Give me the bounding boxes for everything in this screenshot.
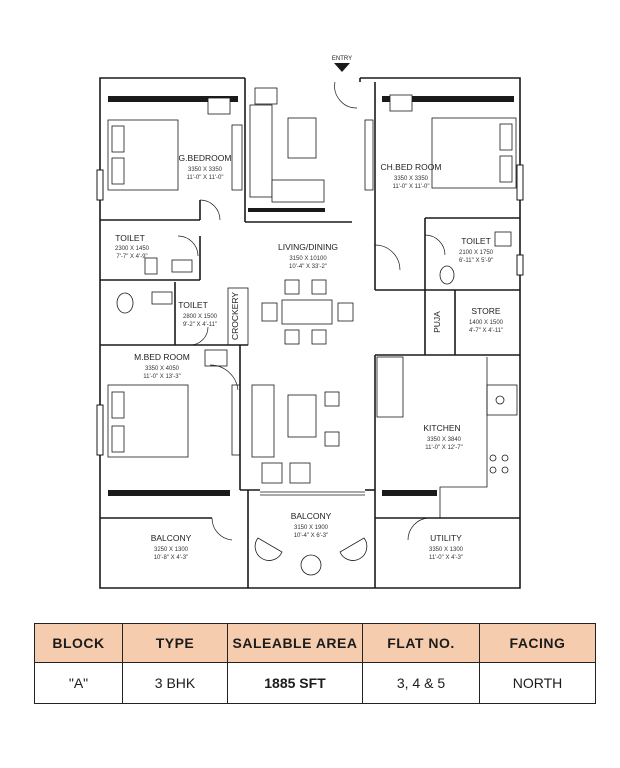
floor-plan: ENTRY [96,56,524,589]
room-g-bedroom: G.BEDROOM 3350 X 3350 11'-0" X 11'-0" [179,153,232,181]
svg-text:3350 X 3840: 3350 X 3840 [427,437,462,443]
svg-text:3350 X 3350: 3350 X 3350 [188,167,223,173]
header-flat-no: FLAT NO. [362,623,480,663]
svg-text:TOILET: TOILET [178,300,208,310]
svg-text:11'-0" X 4'-3": 11'-0" X 4'-3" [429,555,463,561]
room-puja: PUJA [432,311,442,333]
svg-text:3350 X 3350: 3350 X 3350 [394,176,429,182]
header-type: TYPE [122,623,228,663]
entry-marker: ENTRY [332,56,358,109]
svg-text:11'-0" X 11'-0": 11'-0" X 11'-0" [186,175,223,181]
header-facing: FACING [479,623,596,663]
svg-text:11'-0" X 12'-7": 11'-0" X 12'-7" [425,445,462,451]
svg-text:11'-0" X 13'-3": 11'-0" X 13'-3" [143,374,180,380]
svg-text:UTILITY: UTILITY [430,533,462,543]
cell-type: 3 BHK [122,662,228,704]
cell-saleable-area: 1885 SFT [227,662,363,704]
room-toilet-2: TOILET 2100 X 1750 6'-11" X 5'-9" [459,236,494,264]
svg-text:M.BED ROOM: M.BED ROOM [134,352,190,362]
table-row: "A" 3 BHK 1885 SFT 3, 4 & 5 NORTH [34,662,596,704]
svg-text:BALCONY: BALCONY [291,511,332,521]
room-kitchen: KITCHEN 3350 X 3840 11'-0" X 12'-7" [423,423,462,451]
room-ch-bedroom: CH.BED ROOM 3350 X 3350 11'-0" X 11'-0" [381,162,442,190]
svg-text:3150 X 1900: 3150 X 1900 [294,525,329,531]
svg-text:7'-7" X 4'-9": 7'-7" X 4'-9" [116,254,147,260]
flat-info-table: BLOCK TYPE SALEABLE AREA FLAT NO. FACING… [34,623,596,704]
svg-text:10'-4" X 33'-2": 10'-4" X 33'-2" [289,264,327,270]
svg-text:2300 X 1450: 2300 X 1450 [115,246,150,252]
header-saleable-area: SALEABLE AREA [227,623,363,663]
svg-text:3350 X 4050: 3350 X 4050 [145,366,180,372]
svg-text:10'-8" X 4'-3": 10'-8" X 4'-3" [154,555,189,561]
svg-text:CH.BED ROOM: CH.BED ROOM [381,162,442,172]
room-m-bedroom: M.BED ROOM 3350 X 4050 11'-0" X 13'-3" [134,352,190,380]
interior-walls [96,82,524,588]
cell-flat-no: 3, 4 & 5 [362,662,480,704]
svg-text:TOILET: TOILET [461,236,491,246]
svg-text:4'-7" X 4'-11": 4'-7" X 4'-11" [469,328,503,334]
room-labels: G.BEDROOM 3350 X 3350 11'-0" X 11'-0" CH… [115,153,504,561]
room-crockery: CROCKERY [230,292,240,340]
entry-arrow-icon [334,63,350,72]
svg-text:6'-11" X 5'-9": 6'-11" X 5'-9" [459,258,493,264]
table-header-row: BLOCK TYPE SALEABLE AREA FLAT NO. FACING [34,623,596,663]
furniture [107,87,517,576]
room-store: STORE 1400 X 1500 4'-7" X 4'-11" [469,306,504,334]
header-block: BLOCK [34,623,123,663]
svg-text:9'-2" X 4'-11": 9'-2" X 4'-11" [183,322,217,328]
svg-text:STORE: STORE [471,306,500,316]
window-sills [108,96,514,496]
svg-text:2100 X 1750: 2100 X 1750 [459,250,494,256]
entry-label: ENTRY [332,56,352,62]
svg-text:2800 X 1500: 2800 X 1500 [183,314,218,320]
svg-text:10'-4" X 6'-3": 10'-4" X 6'-3" [294,533,329,539]
entry-door-swing [334,81,358,109]
armchair [207,97,231,115]
room-living-dining: LIVING/DINING 3150 X 10100 10'-4" X 33'-… [278,242,338,270]
room-toilet-1: TOILET 2300 X 1450 7'-7" X 4'-9" [115,233,150,260]
svg-text:3150 X 10100: 3150 X 10100 [289,256,327,262]
room-toilet-3: TOILET 2800 X 1500 9'-2" X 4'-11" [178,300,217,328]
svg-text:G.BEDROOM: G.BEDROOM [179,153,232,163]
outer-walls [99,77,521,589]
svg-text:LIVING/DINING: LIVING/DINING [278,242,338,252]
cell-facing: NORTH [479,662,596,704]
room-balcony-1: BALCONY 3250 X 1300 10'-8" X 4'-3" [151,533,192,561]
svg-text:TOILET: TOILET [115,233,145,243]
svg-text:KITCHEN: KITCHEN [423,423,460,433]
svg-text:BALCONY: BALCONY [151,533,192,543]
svg-text:1400 X 1500: 1400 X 1500 [469,320,504,326]
svg-text:3350 X 1300: 3350 X 1300 [429,547,464,553]
svg-text:11'-0" X 11'-0": 11'-0" X 11'-0" [392,184,429,190]
svg-text:3250 X 1300: 3250 X 1300 [154,547,189,553]
cell-block: "A" [34,662,123,704]
room-balcony-2: BALCONY 3150 X 1900 10'-4" X 6'-3" [291,511,332,539]
room-utility: UTILITY 3350 X 1300 11'-0" X 4'-3" [429,533,464,561]
